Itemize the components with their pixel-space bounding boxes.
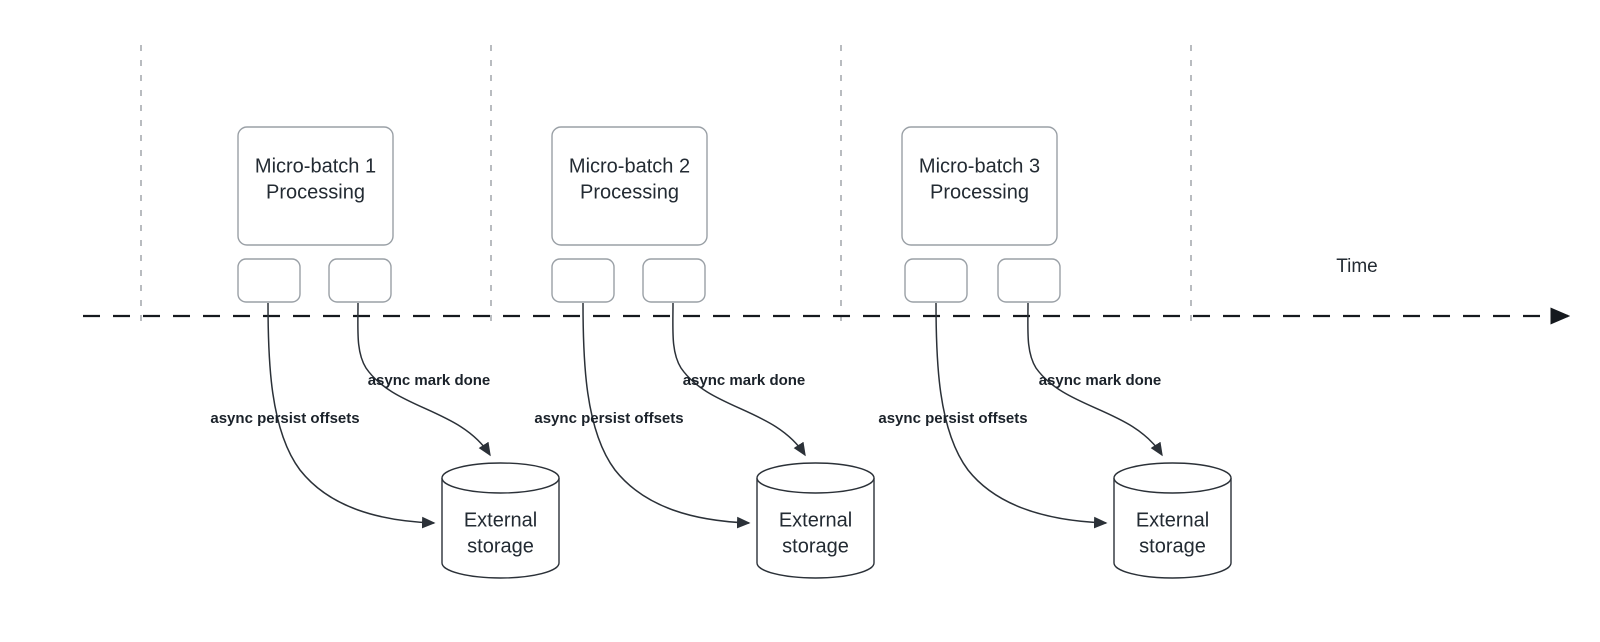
mark-done-2-edge bbox=[672, 302, 806, 457]
micro-batch-box-3[interactable] bbox=[901, 126, 1058, 246]
edge-labels-group: async persist offsets async mark done asyn… bbox=[210, 372, 1161, 427]
mark-done-2-label: async mark done bbox=[683, 372, 806, 389]
storage-cylinder-body-1[interactable] bbox=[441, 478, 560, 579]
micro-batch-box-2[interactable] bbox=[551, 126, 708, 246]
micro-batch-label-line1-3: Micro-batch 3 bbox=[919, 155, 1040, 177]
task-box-3-2[interactable] bbox=[997, 258, 1061, 303]
task-box-1-2[interactable] bbox=[328, 258, 392, 303]
mark-done-1-label: async mark done bbox=[368, 372, 491, 389]
timeline-group: Time bbox=[83, 256, 1571, 325]
mark-done-3-edge bbox=[1027, 302, 1163, 457]
task-box-2-2[interactable] bbox=[642, 258, 706, 303]
storage-label-line1-1: External bbox=[464, 509, 537, 531]
task-box-2-1[interactable] bbox=[551, 258, 615, 303]
storage-label-line2-1: storage bbox=[467, 535, 534, 557]
persist-offsets-2-edge bbox=[582, 302, 751, 529]
storage-label-line2-3: storage bbox=[1139, 535, 1206, 557]
storage-cylinder-body-3[interactable] bbox=[1113, 478, 1232, 579]
micro-batch-label-line2-1: Processing bbox=[266, 181, 365, 203]
micro-batch-box-1[interactable] bbox=[237, 126, 394, 246]
persist-offsets-3-label: async persist offsets bbox=[878, 410, 1027, 427]
storage-cylinder-body-2[interactable] bbox=[756, 478, 875, 579]
guide-lines-group bbox=[140, 45, 1192, 330]
micro-batch-label-line1-2: Micro-batch 2 bbox=[569, 155, 690, 177]
storage-cylinder-top-1[interactable] bbox=[441, 462, 560, 494]
storage-label-line1-3: External bbox=[1136, 509, 1209, 531]
storage-label-line2-2: storage bbox=[782, 535, 849, 557]
micro-batch-label-line2-3: Processing bbox=[930, 181, 1029, 203]
micro-batch-label-line2-2: Processing bbox=[580, 181, 679, 203]
persist-offsets-1-edge bbox=[267, 302, 436, 529]
storage-cylinder-top-3[interactable] bbox=[1113, 462, 1232, 494]
persist-offsets-2-label: async persist offsets bbox=[534, 410, 683, 427]
task-box-1-1[interactable] bbox=[237, 258, 301, 303]
flow-edges-group bbox=[267, 302, 1163, 529]
time-axis-label: Time bbox=[1336, 256, 1378, 277]
persist-offsets-3-edge bbox=[935, 302, 1108, 529]
micro-batch-label-line1-1: Micro-batch 1 bbox=[255, 155, 376, 177]
mark-done-3-label: async mark done bbox=[1039, 372, 1162, 389]
storage-cylinder-top-2[interactable] bbox=[756, 462, 875, 494]
storage-label-line1-2: External bbox=[779, 509, 852, 531]
task-box-3-1[interactable] bbox=[904, 258, 968, 303]
mark-done-1-edge bbox=[357, 302, 491, 457]
persist-offsets-1-label: async persist offsets bbox=[210, 410, 359, 427]
